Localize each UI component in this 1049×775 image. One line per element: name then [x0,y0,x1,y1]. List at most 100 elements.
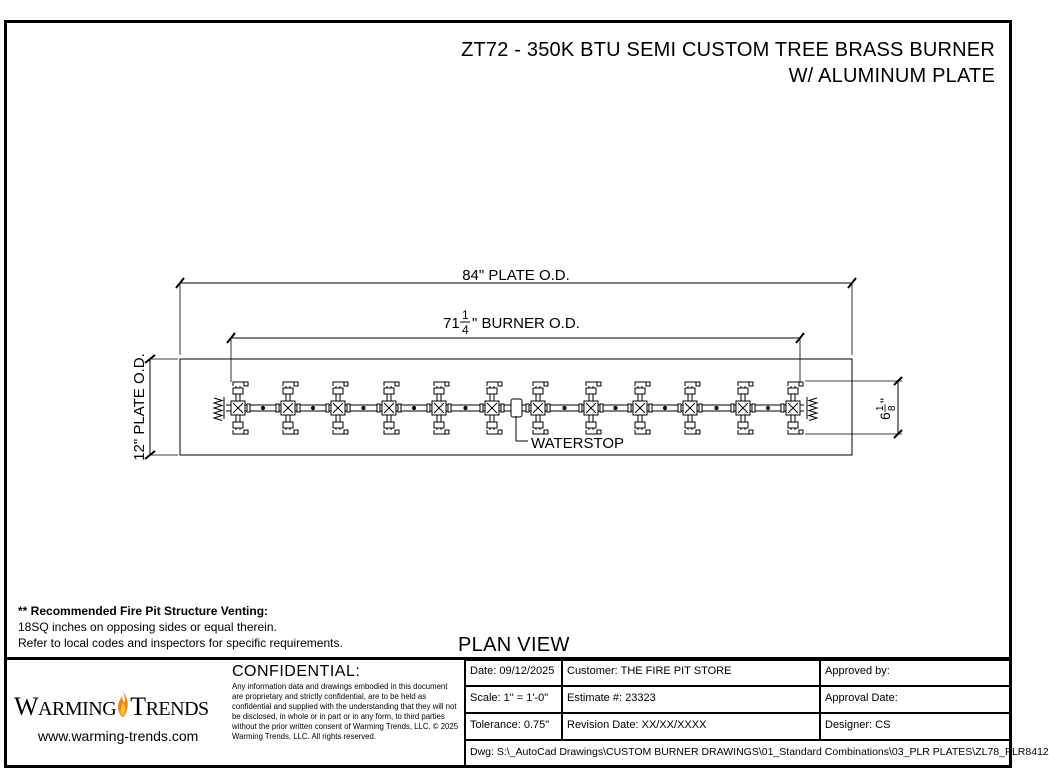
waterstop-label: WATERSTOP [531,435,624,452]
tee-cross [232,402,244,414]
website-link[interactable]: www.warming-trends.com [38,728,199,744]
port-dot [765,405,771,411]
height-dimension: 6 1 8 " [805,376,903,439]
tee-cross [684,402,696,414]
branch-cap [695,429,701,435]
branch-cap [748,381,754,387]
pipe-coupling [648,403,653,413]
branch-cap [798,429,804,435]
pipe-coupling [296,403,301,413]
revision-cell: Revision Date: XX/XX/XXXX [567,719,707,731]
pipe-coupling [479,403,484,413]
branch-cap [596,429,602,435]
height-suffix: " [877,398,893,403]
pipe-coupling [578,403,583,413]
venting-note: ** Recommended Fire Pit Structure Ventin… [18,603,343,651]
pipe-coupling [751,403,756,413]
burner-od-num: 1 [462,308,469,322]
plate-width-label: 12" PLATE O.D. [131,353,148,461]
branch-cap [394,429,400,435]
branch-fitting [332,421,344,429]
branch-fitting [585,421,597,429]
branch-fitting [383,387,395,395]
plate-od-label: 84" PLATE O.D. [462,267,570,284]
title-line-1: ZT72 - 350K BTU SEMI CUSTOM TREE BRASS B… [461,39,995,61]
port-dot [310,405,316,411]
pipe-coupling [730,403,735,413]
height-num: 1 [875,405,886,411]
venting-heading: ** Recommended Fire Pit Structure Ventin… [18,604,269,618]
branch-cap [444,429,450,435]
pipe-coupling [780,403,785,413]
branch-cap [748,429,754,435]
port-dot [714,405,719,411]
plan-view-label: PLAN VIEW [458,634,570,656]
height-whole: 6 [877,412,893,420]
branch-fitting [532,421,544,429]
port-dot [260,405,266,411]
branch-fitting [737,387,749,395]
branch-fitting [433,421,445,429]
branch-cap [394,381,400,387]
branch-cap [444,381,450,387]
height-den: 8 [887,405,898,411]
port-dot [361,405,366,411]
branch-cap [343,381,349,387]
approved-by-cell: Approved by: [825,665,890,677]
pipe-coupling [698,403,703,413]
branch-cap [497,381,503,387]
burner-od-dimension: 71 1 4 " BURNER O.D. [226,308,805,382]
end-cap-zigzag [807,397,819,421]
branch-cap [543,381,549,387]
plate-width-dimension: 12" PLATE O.D. [131,353,178,461]
branch-fitting [332,387,344,395]
tee-cross [634,402,646,414]
estimate-cell: Estimate #: 23323 [567,692,656,704]
branch-cap [543,429,549,435]
end-cap-zigzag [212,397,224,421]
tee-cross [383,402,395,414]
branch-cap [798,381,804,387]
pipe-coupling [525,403,530,413]
branch-cap [243,429,249,435]
venting-line-2: Refer to local codes and inspectors for … [18,636,343,650]
branch-fitting [486,387,498,395]
pipe-coupling [376,403,381,413]
branch-fitting [787,421,799,429]
branch-cap [645,429,651,435]
pipe-coupling [325,403,330,413]
port-dot [463,405,468,411]
pipe-coupling [500,403,505,413]
pipe-coupling [447,403,452,413]
confidential-text: Any information data and drawings embodi… [232,682,459,741]
branch-fitting [684,421,696,429]
branch-cap [293,381,299,387]
burner-assembly [212,381,819,435]
tee-cross [532,402,544,414]
tee-cross [585,402,597,414]
approval-date-cell: Approval Date: [825,692,898,704]
logo-letter-t: T [130,692,146,721]
tee-cross [433,402,445,414]
branch-cap [293,429,299,435]
pipe-coupling [397,403,402,413]
customer-cell: Customer: THE FIRE PIT STORE [567,665,732,677]
logo-word-rends: RENDS [145,698,210,720]
venting-line-1: 18SQ inches on opposing sides or equal t… [18,620,277,634]
port-dot [411,405,417,411]
branch-cap [596,381,602,387]
branch-cap [645,381,651,387]
confidential-title: CONFIDENTIAL: [232,663,361,680]
pipe-coupling [275,403,280,413]
branch-fitting [433,387,445,395]
branch-fitting [532,387,544,395]
flame-icon [117,691,128,717]
pipe-coupling [546,403,551,413]
burner-od-suffix: " BURNER O.D. [472,315,580,332]
port-dot [562,405,567,411]
pipe-coupling [426,403,431,413]
branch-fitting [282,387,294,395]
